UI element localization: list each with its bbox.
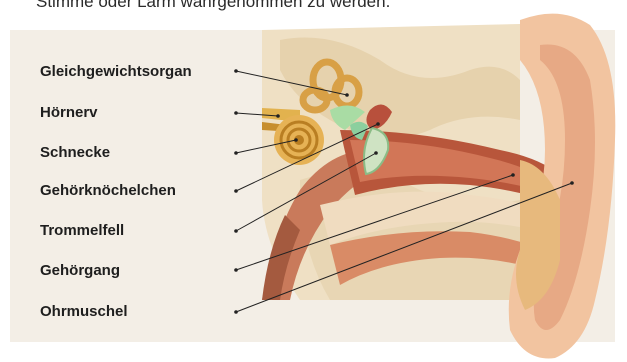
label-auditory-nerve: Hörnerv	[40, 104, 98, 121]
label-balance-organ: Gleichgewichtsorgan	[40, 63, 192, 80]
label-ear-canal: Gehörgang	[40, 262, 120, 279]
label-pinna: Ohrmuschel	[40, 303, 128, 320]
label-ossicles: Gehörknöchelchen	[40, 182, 176, 199]
label-eardrum: Trommelfell	[40, 222, 124, 239]
label-cochlea: Schnecke	[40, 144, 110, 161]
